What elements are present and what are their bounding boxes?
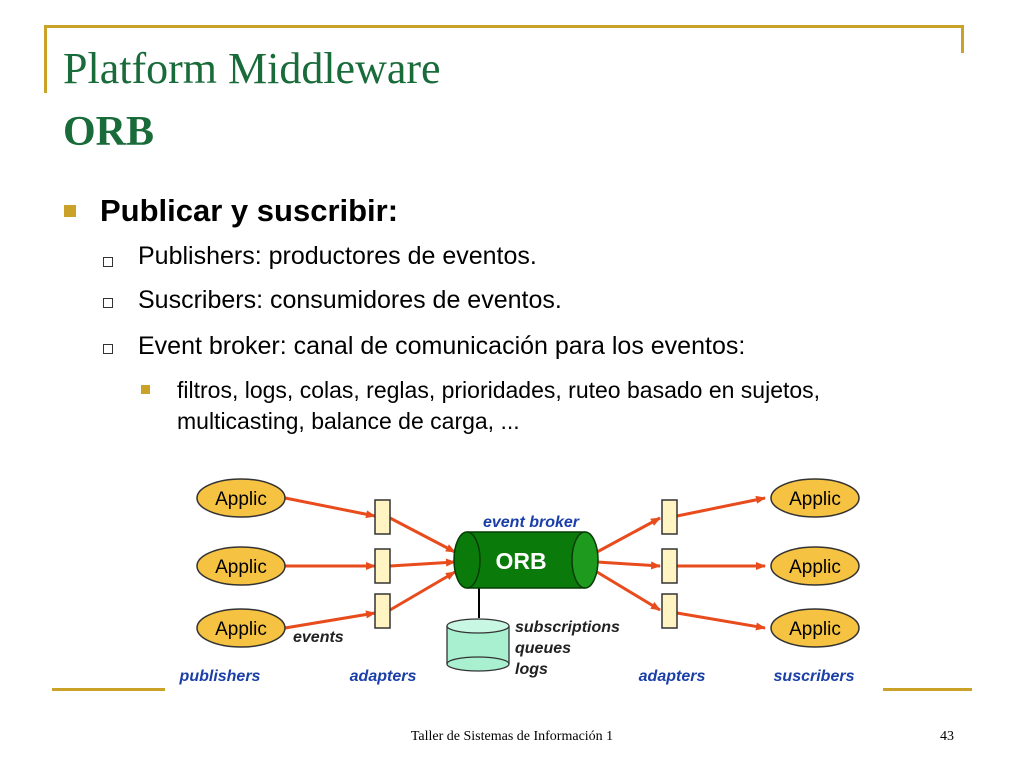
applic-suscriber-2: Applic [770,546,860,586]
frame-top-line [44,25,964,28]
bullet-hollow-square-icon [103,298,113,308]
bullet-main: Publicar y suscribir: [100,193,399,228]
publishers-label: publishers [179,668,261,685]
bullet-square-icon [64,205,76,217]
arrow-left-2b [389,558,456,568]
adapter-left-2 [374,548,391,584]
orb-label: ORB [495,548,546,574]
applic-suscriber-2-label: Applic [789,557,841,578]
slide-title: Platform Middleware [63,44,441,93]
adapter-left-3 [374,593,391,629]
arrow-right-1b [676,495,766,518]
adapters-left-label: adapters [350,668,417,685]
adapters-right-label: adapters [639,668,706,685]
page-number: 43 [940,729,954,744]
bullet-small-square-icon [141,385,150,394]
event-broker-label: event broker [483,514,580,531]
frame-left-line [44,25,47,93]
bottom-rule-left [52,688,165,691]
bullet-sub-event-broker: Event broker: canal de comunicación para… [138,332,746,360]
bullet-hollow-square-icon [103,344,113,354]
bullet-sub-publishers: Publishers: productores de eventos. [138,242,537,270]
slide-footer: Taller de Sistemas de Información 1 [410,729,614,744]
applic-publisher-3-label: Applic [215,619,267,640]
applic-publisher-2-label: Applic [215,557,267,578]
orb-cylinder: ORB [453,531,599,589]
applic-publisher-3: Applic [196,608,286,648]
events-label: events [293,629,344,646]
applic-suscriber-3-label: Applic [789,619,841,640]
store-cylinder [446,618,510,672]
applic-publisher-1-label: Applic [215,489,267,510]
store-queues-label: queues [515,640,571,657]
store-logs-label: logs [515,661,548,678]
applic-publisher-1: Applic [196,478,286,518]
bullet-subsub-features: filtros, logs, colas, reglas, prioridade… [177,377,821,434]
arrow-right-3b [676,611,766,631]
arrow-right-1a [596,516,661,554]
arrow-left-1a [284,496,376,519]
adapter-right-2 [661,548,678,584]
arrow-left-3b [389,570,456,612]
bullet-hollow-square-icon [103,257,113,267]
bottom-rule-right [883,688,972,691]
frame-right-line [961,25,964,53]
arrow-left-1b [389,516,456,554]
applic-suscriber-3: Applic [770,608,860,648]
store-subscriptions-label: subscriptions [515,619,620,636]
applic-suscriber-1-label: Applic [789,489,841,510]
suscribers-label: suscribers [774,668,855,685]
applic-suscriber-1: Applic [770,478,860,518]
arrow-right-3a [596,570,661,612]
arrow-right-2a [596,560,661,570]
arrow-left-3a [284,610,376,630]
adapter-left-1 [374,499,391,535]
bullet-sub-suscribers: Suscribers: consumidores de eventos. [138,286,562,314]
adapter-right-1 [661,499,678,535]
slide-subtitle: ORB [63,109,155,155]
orb-diagram: Applic Applic Applic Applic Applic Appli… [179,478,860,685]
applic-publisher-2: Applic [196,546,286,586]
adapter-right-3 [661,593,678,629]
